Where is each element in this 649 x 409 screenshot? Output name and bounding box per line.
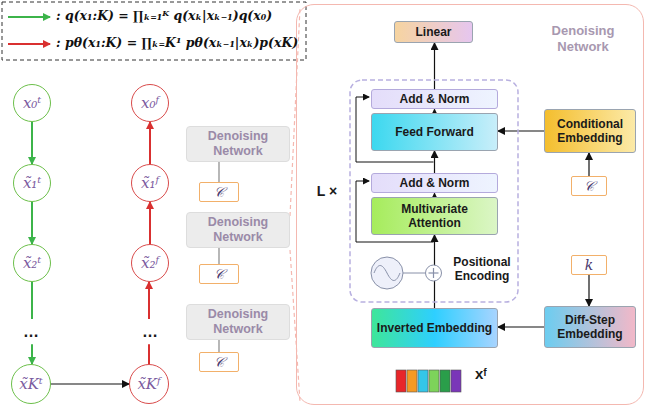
node-text: 𝒞 — [584, 178, 594, 195]
encoding-link — [403, 272, 425, 273]
node-text: x̃Kᶠ — [137, 375, 160, 393]
node-text: 𝒞 — [214, 184, 224, 201]
connector — [434, 151, 435, 173]
attention-box: Multivariate Attention — [371, 197, 498, 235]
label-text: … — [137, 322, 163, 341]
node-text: x̃Kᵗ — [19, 375, 42, 393]
connector — [498, 326, 544, 327]
connector — [149, 122, 151, 164]
sine-symbol — [371, 257, 403, 289]
layer-block — [350, 80, 518, 302]
sine-wave — [374, 265, 400, 280]
node-text: 𝒞 — [214, 266, 224, 283]
state-circle: x̃Kᶠ — [129, 364, 169, 404]
series-block — [396, 370, 406, 392]
legend-text: : pθ(x₁:K) = ∏ₖ₌K¹ pθ(xₖ₋₁|xₖ)p(xK) — [56, 35, 298, 50]
connector — [588, 275, 589, 306]
node-text: x̃₁ᶠ — [141, 174, 159, 192]
connector — [31, 202, 33, 244]
node-text: Inverted Embedding — [377, 321, 492, 335]
legend-text: : q(x₁:K) = ∏ₖ₌₁ᴷ q(xₖ|xₖ₋₁)q(x₀) — [56, 8, 272, 23]
state-circle: x₀ᵗ — [13, 84, 51, 122]
feedforward-box: Feed Forward — [371, 113, 498, 151]
series-block — [407, 370, 417, 392]
node-text: Conditional Embedding — [549, 117, 631, 146]
linear-box: Linear — [394, 21, 473, 43]
network-box: Denoising Network — [186, 126, 290, 162]
node-text: x₀ᶠ — [141, 94, 159, 112]
node-text: k — [585, 257, 593, 273]
step-box: k — [571, 255, 607, 275]
network-panel: Denoising NetworkLinearAdd & NormFeed Fo… — [296, 4, 644, 405]
node-text: x₀ᵗ — [23, 94, 41, 112]
plus-stroke — [432, 268, 433, 278]
series-block — [418, 370, 428, 392]
state-circle: x₀ᶠ — [131, 84, 169, 122]
label-text: L × — [307, 183, 347, 200]
network-box: Denoising Network — [186, 304, 290, 340]
node-text: Denoising Network — [533, 23, 633, 56]
node-text: Diff-Step Embedding — [549, 313, 631, 342]
legend-frame — [2, 2, 306, 60]
condition-box: 𝒞 — [199, 352, 239, 372]
node-text: Multivariate Attention — [376, 202, 493, 231]
series-block — [440, 370, 450, 392]
state-circle: x̃₂ᵗ — [13, 244, 51, 282]
label-text: Positional Encoding — [446, 255, 518, 284]
network-box: Denoising Network — [186, 212, 290, 248]
node-text: x̃₂ᵗ — [23, 254, 41, 272]
node-text: Add & Norm — [400, 176, 470, 190]
connector — [218, 340, 219, 352]
node-text: Denoising Network — [191, 215, 285, 245]
legend-red-arrow — [8, 43, 50, 45]
state-circle: x̃₁ᶠ — [131, 164, 169, 202]
embedding-box: Diff-Step Embedding — [544, 306, 636, 348]
node-text: x̃₂ᶠ — [141, 254, 159, 272]
embedding-box: Conditional Embedding — [544, 109, 636, 153]
node-text: 𝒞 — [214, 354, 224, 371]
node-text: Linear — [415, 25, 451, 39]
condition-box: 𝒞 — [199, 182, 239, 202]
node-text: Add & Norm — [400, 92, 470, 106]
condition-box: 𝒞 — [199, 264, 239, 284]
state-circle: x̃₁ᵗ — [13, 164, 51, 202]
norm-box: Add & Norm — [371, 89, 498, 109]
connector — [31, 122, 33, 164]
connector — [149, 202, 151, 244]
node-text: Denoising Network — [191, 307, 285, 337]
condition-box: 𝒞 — [571, 176, 607, 196]
connector — [588, 153, 589, 176]
connector — [51, 383, 129, 384]
connector — [218, 248, 219, 264]
legend-green-arrow — [8, 16, 50, 18]
embedding-box: Inverted Embedding — [371, 308, 498, 348]
node-text: x̃₁ᵗ — [23, 174, 41, 192]
connector — [218, 162, 219, 182]
series-block — [429, 370, 439, 392]
plus-symbol — [425, 265, 441, 281]
connector — [498, 130, 544, 131]
label-text: … — [18, 322, 44, 341]
state-circle: x̃Kᵗ — [11, 364, 51, 404]
zoom-line — [290, 250, 300, 402]
series-block — [451, 370, 461, 392]
state-circle: x̃₂ᶠ — [131, 244, 169, 282]
node-text: Denoising Network — [191, 129, 285, 159]
node-text: Feed Forward — [395, 125, 474, 139]
label-text: xᶠ — [467, 365, 495, 383]
connector — [434, 43, 435, 89]
norm-box: Add & Norm — [371, 173, 498, 193]
